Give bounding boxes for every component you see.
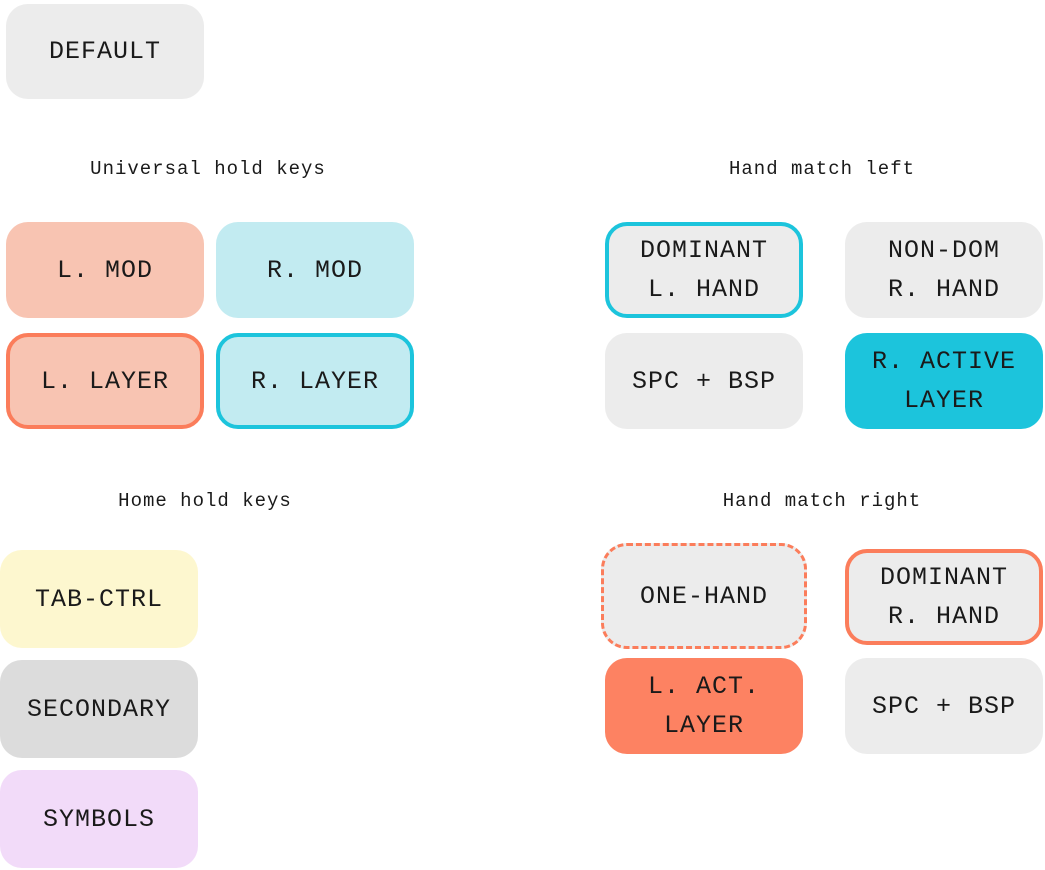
one-hand-key: ONE-HAND (601, 543, 807, 649)
spc-bsp-key-left: SPC + BSP (605, 333, 803, 429)
default-key: DEFAULT (6, 4, 204, 99)
dominant-r-hand-key: DOMINANT R. HAND (845, 549, 1043, 645)
heading-universal-hold-keys: Universal hold keys (90, 158, 326, 180)
l-act-layer-label: L. ACT. LAYER (647, 672, 761, 740)
dominant-r-hand-label: DOMINANT R. HAND (879, 563, 1009, 631)
non-dom-r-hand-key: NON-DOM R. HAND (845, 222, 1043, 318)
l-layer-label: L. LAYER (40, 366, 170, 396)
l-layer-key: L. LAYER (6, 333, 204, 429)
one-hand-label: ONE-HAND (639, 581, 769, 611)
spc-bsp-label-left: SPC + BSP (631, 366, 777, 396)
r-layer-label: R. LAYER (250, 366, 380, 396)
tab-ctrl-label: TAB-CTRL (34, 584, 164, 614)
l-mod-label: L. MOD (56, 255, 153, 285)
heading-hand-match-left: Hand match left (728, 158, 916, 180)
secondary-label: SECONDARY (26, 694, 172, 724)
secondary-key: SECONDARY (0, 660, 198, 758)
tab-ctrl-key: TAB-CTRL (0, 550, 198, 648)
non-dom-r-hand-label: NON-DOM R. HAND (887, 236, 1001, 304)
symbols-label: SYMBOLS (42, 804, 156, 834)
spc-bsp-key-right: SPC + BSP (845, 658, 1043, 754)
heading-home-hold-keys: Home hold keys (118, 490, 292, 512)
r-mod-key: R. MOD (216, 222, 414, 318)
r-layer-key: R. LAYER (216, 333, 414, 429)
r-active-layer-key: R. ACTIVE LAYER (845, 333, 1043, 429)
symbols-key: SYMBOLS (0, 770, 198, 868)
spc-bsp-label-right: SPC + BSP (871, 691, 1017, 721)
r-mod-label: R. MOD (266, 255, 363, 285)
l-act-layer-key: L. ACT. LAYER (605, 658, 803, 754)
dominant-l-hand-key: DOMINANT L. HAND (605, 222, 803, 318)
dominant-l-hand-label: DOMINANT L. HAND (639, 236, 769, 304)
l-mod-key: L. MOD (6, 222, 204, 318)
default-key-label: DEFAULT (48, 37, 162, 66)
heading-hand-match-right: Hand match right (722, 490, 922, 512)
r-active-layer-label: R. ACTIVE LAYER (871, 347, 1017, 415)
